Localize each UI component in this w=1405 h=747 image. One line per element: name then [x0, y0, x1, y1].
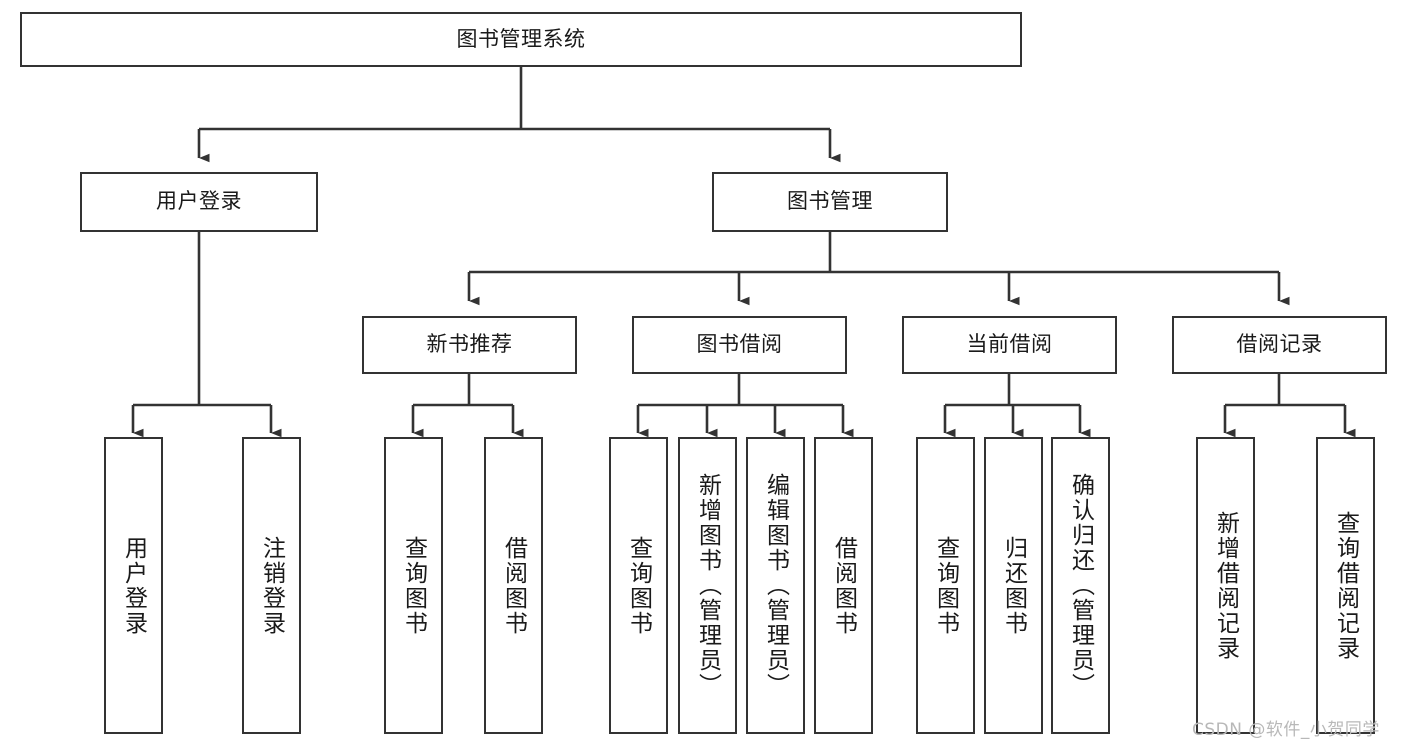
leaf-book-borrow-query[interactable]: 查询图书 — [609, 437, 668, 734]
node-label: 当前借阅 — [966, 332, 1053, 357]
node-label: 用户登录 — [156, 189, 242, 214]
node-borrow-record[interactable]: 借阅记录 — [1172, 316, 1387, 374]
node-label: 注销登录 — [258, 535, 285, 636]
leaf-user-login-signin[interactable]: 用户登录 — [104, 437, 163, 734]
node-label: 图书管理系统 — [456, 26, 586, 51]
node-label: 查询图书 — [932, 535, 959, 636]
node-label: 借阅记录 — [1236, 332, 1323, 357]
node-label: 查询图书 — [625, 535, 652, 636]
leaf-book-borrow-edit[interactable]: 编辑图书（管理员） — [746, 437, 805, 734]
node-label: 查询图书 — [400, 535, 427, 636]
node-new-book-recommend[interactable]: 新书推荐 — [362, 316, 577, 374]
node-label: 编辑图书（管理员） — [762, 473, 789, 698]
leaf-book-borrow-lend[interactable]: 借阅图书 — [814, 437, 873, 734]
node-label: 借阅图书 — [500, 535, 527, 636]
node-label: 归还图书 — [1000, 535, 1027, 636]
node-current-borrow[interactable]: 当前借阅 — [902, 316, 1117, 374]
node-root-system[interactable]: 图书管理系统 — [20, 12, 1022, 67]
leaf-user-login-signout[interactable]: 注销登录 — [242, 437, 301, 734]
node-label: 借阅图书 — [830, 535, 857, 636]
node-label: 图书管理 — [787, 189, 873, 214]
node-label: 确认归还（管理员） — [1067, 473, 1094, 698]
node-label: 新增借阅记录 — [1212, 510, 1239, 661]
node-label: 查询借阅记录 — [1332, 510, 1359, 661]
leaf-borrow-record-query[interactable]: 查询借阅记录 — [1316, 437, 1375, 734]
leaf-book-borrow-add[interactable]: 新增图书（管理员） — [678, 437, 737, 734]
leaf-current-borrow-return[interactable]: 归还图书 — [984, 437, 1043, 734]
leaf-current-borrow-confirm-return[interactable]: 确认归还（管理员） — [1051, 437, 1110, 734]
leaf-current-borrow-query[interactable]: 查询图书 — [916, 437, 975, 734]
node-label: 新增图书（管理员） — [694, 473, 721, 698]
leaf-new-book-borrow[interactable]: 借阅图书 — [484, 437, 543, 734]
leaf-borrow-record-add[interactable]: 新增借阅记录 — [1196, 437, 1255, 734]
node-label: 新书推荐 — [426, 332, 513, 357]
csdn-watermark: CSDN @软件_小贺同学 — [1192, 720, 1380, 740]
node-book-borrow[interactable]: 图书借阅 — [632, 316, 847, 374]
leaf-new-book-query[interactable]: 查询图书 — [384, 437, 443, 734]
node-book-management[interactable]: 图书管理 — [712, 172, 948, 232]
node-label: 用户登录 — [120, 535, 147, 636]
node-label: 图书借阅 — [696, 332, 783, 357]
node-user-login[interactable]: 用户登录 — [80, 172, 318, 232]
